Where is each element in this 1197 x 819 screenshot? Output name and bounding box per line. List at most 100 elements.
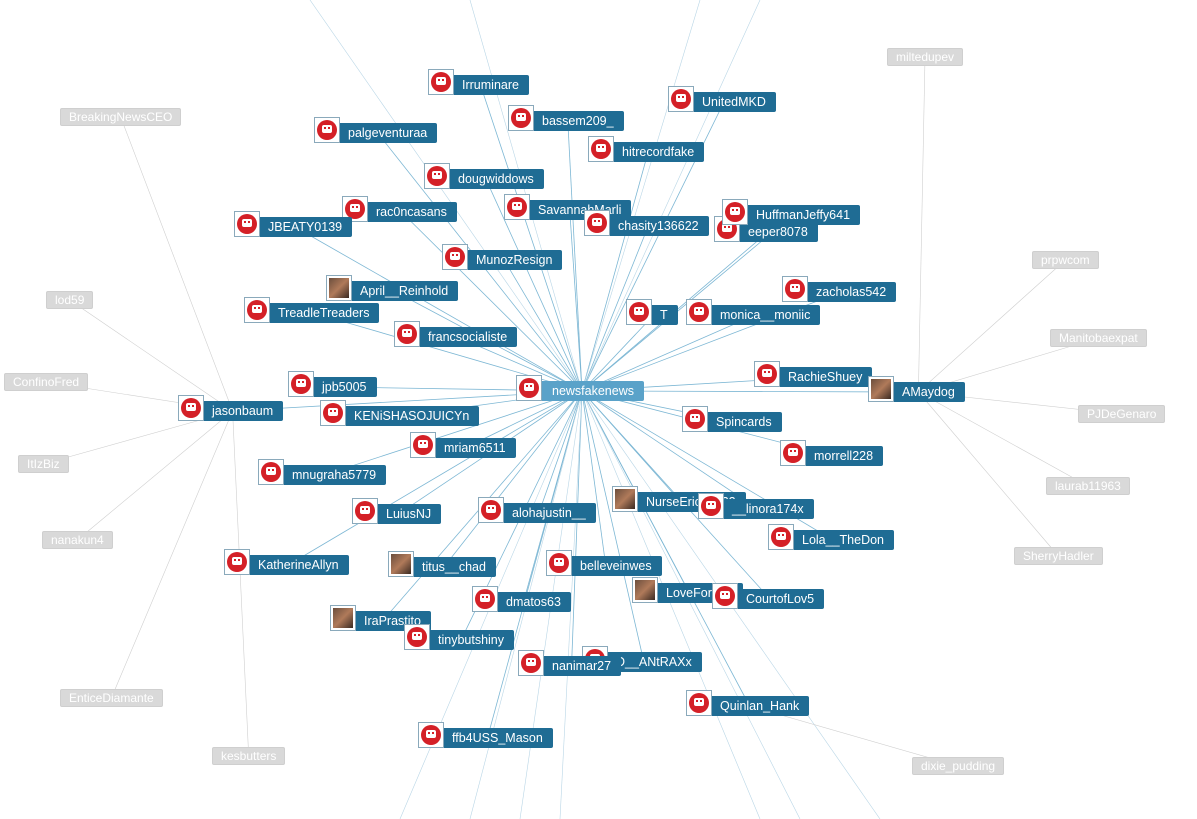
peripheral-label: laurab11963 (1046, 477, 1130, 495)
peripheral-node[interactable]: BreakingNewsCEO (60, 108, 182, 126)
account-node[interactable]: mnugraha5779 (258, 459, 387, 485)
account-node[interactable]: T (626, 299, 678, 325)
account-node[interactable]: titus__chad (388, 551, 496, 577)
account-node[interactable]: chasity136622 (584, 210, 709, 236)
edge-line (309, 0, 583, 392)
photo-avatar-icon (326, 275, 352, 301)
peripheral-label: lod59 (46, 291, 94, 309)
account-node[interactable]: tinybutshiny (404, 624, 515, 650)
bot-avatar-icon (508, 105, 534, 131)
edge-line (569, 209, 583, 392)
peripheral-node[interactable]: ItIzBiz (18, 455, 69, 473)
account-label: jasonbaum (182, 401, 284, 421)
account-node[interactable]: jpb5005 (288, 371, 377, 397)
account-node[interactable]: LuiusNJ (352, 498, 442, 524)
account-label: nanimar27 (522, 656, 622, 676)
bot-avatar-icon (424, 163, 450, 189)
account-node[interactable]: eeper8078 (714, 216, 818, 242)
peripheral-node[interactable]: ConfinoFred (4, 373, 89, 391)
peripheral-node[interactable]: miltedupev (887, 48, 964, 66)
edge-line (288, 390, 583, 566)
account-node[interactable]: dougwiddows (424, 163, 544, 189)
edge-line (581, 390, 759, 510)
account-node[interactable]: CourtofLov5 (712, 583, 825, 609)
edge-line (581, 225, 649, 392)
bot-avatar-icon (686, 690, 712, 716)
account-node[interactable]: bassem209_ (508, 105, 624, 131)
account-node[interactable]: MunozResign (442, 244, 563, 270)
peripheral-node[interactable]: SherryHadler (1014, 547, 1103, 565)
account-node[interactable]: KENiSHASOJUICYn (320, 400, 480, 426)
peripheral-node[interactable]: PJDeGenaro (1078, 405, 1166, 423)
account-node[interactable]: Lola__TheDon (768, 524, 895, 550)
peripheral-label: EnticeDiamante (60, 689, 163, 707)
bot-avatar-icon (686, 299, 712, 325)
account-node[interactable]: rac0ncasans (342, 196, 457, 222)
bot-avatar-icon (472, 586, 498, 612)
account-node[interactable]: KatherineAllyn (224, 549, 349, 575)
edge-line (401, 211, 583, 392)
peripheral-label: nanakun4 (42, 531, 113, 549)
peripheral-label: PJDeGenaro (1078, 405, 1166, 423)
account-label: hitrecordfake (592, 142, 705, 162)
account-node[interactable]: SavannahMarli (504, 194, 632, 220)
bot-avatar-icon (244, 297, 270, 323)
account-label: AMaydog (872, 382, 965, 402)
bot-avatar-icon (320, 400, 346, 426)
account-node[interactable]: mriam6511 (410, 432, 516, 458)
account-node[interactable]: Spincards (682, 406, 782, 432)
account-node[interactable]: ffb4USS_Mason (418, 722, 553, 748)
peripheral-node[interactable]: Manitobaexpat (1050, 329, 1147, 347)
account-node[interactable]: AMaydog (868, 376, 965, 402)
account-node[interactable]: April__Reinhold (326, 275, 459, 301)
account-node[interactable]: HuffmanJeffy641 (722, 199, 861, 225)
bot-avatar-icon (698, 493, 724, 519)
account-label: HuffmanJeffy641 (726, 205, 861, 225)
peripheral-label: kesbutters (212, 747, 286, 765)
edge-line (581, 390, 750, 707)
account-node[interactable]: JBEATY0139 (234, 211, 353, 237)
account-node[interactable]: nanimar27 (518, 650, 622, 676)
bot-avatar-icon (668, 86, 694, 112)
account-label: ffb4USS_Mason (422, 728, 553, 748)
account-label: palgeventuraa (318, 123, 438, 143)
peripheral-node[interactable]: nanakun4 (42, 531, 113, 549)
account-node[interactable]: monica__moniic (686, 299, 821, 325)
account-node[interactable]: belleveinwes (546, 550, 662, 576)
edge-line (538, 390, 583, 514)
bot-avatar-icon (722, 199, 748, 225)
peripheral-node[interactable]: lod59 (46, 291, 94, 309)
account-label: Quinlan_Hank (690, 696, 810, 716)
account-node[interactable]: morrell228 (780, 440, 884, 466)
bot-avatar-icon (516, 375, 542, 401)
account-label: eeper8078 (718, 222, 818, 242)
account-label: mnugraha5779 (262, 465, 387, 485)
peripheral-node[interactable]: prpwcom (1032, 251, 1099, 269)
account-node[interactable]: RachieShuey (754, 361, 873, 387)
bot-avatar-icon (352, 498, 378, 524)
peripheral-node[interactable]: laurab11963 (1046, 477, 1130, 495)
peripheral-node[interactable]: EnticeDiamante (60, 689, 163, 707)
account-node[interactable]: Irruminare (428, 69, 529, 95)
center-node[interactable]: newsfakenews (516, 375, 644, 401)
peripheral-node[interactable]: dixie_pudding (912, 757, 1005, 775)
account-node[interactable]: palgeventuraa (314, 117, 438, 143)
edge-line (567, 120, 583, 392)
account-node[interactable]: TreadleTreaders (244, 297, 380, 323)
account-label: Irruminare (432, 75, 529, 95)
account-node[interactable]: UnitedMKD (668, 86, 776, 112)
edge-line (581, 151, 649, 392)
peripheral-node[interactable]: kesbutters (212, 747, 286, 765)
account-node[interactable]: jasonbaum (178, 395, 284, 421)
account-label: belleveinwes (550, 556, 662, 576)
account-node[interactable]: francsocialiste (394, 321, 518, 347)
bot-avatar-icon (314, 117, 340, 143)
bot-avatar-icon (626, 299, 652, 325)
account-node[interactable]: __linora174x (698, 493, 814, 519)
account-node[interactable]: Quinlan_Hank (686, 690, 810, 716)
account-node[interactable]: alohajustin__ (478, 497, 596, 523)
account-node[interactable]: hitrecordfake (588, 136, 705, 162)
photo-avatar-icon (612, 486, 638, 512)
account-node[interactable]: dmatos63 (472, 586, 571, 612)
account-node[interactable]: zacholas542 (782, 276, 897, 302)
